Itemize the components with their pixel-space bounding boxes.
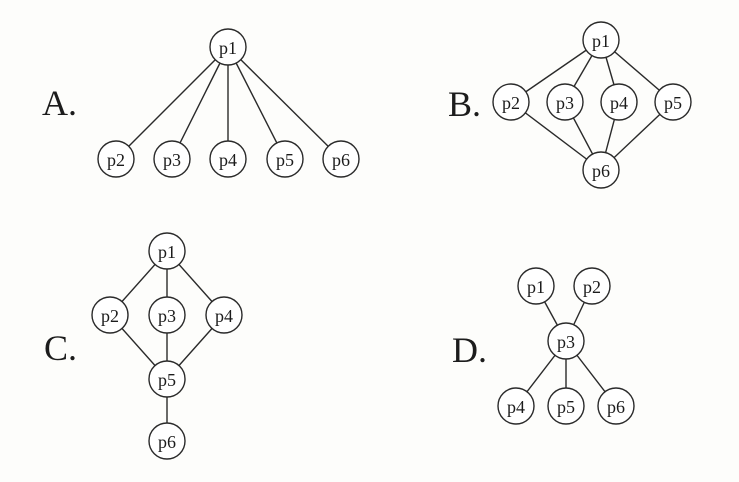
edge-A-p1-p6 [227, 46, 342, 160]
node-C-p5-circle [148, 360, 186, 398]
node-C-p4-circle [205, 296, 243, 334]
node-C-p2-label: p2 [101, 306, 119, 326]
node-A-p5-label: p5 [276, 150, 294, 170]
node-B-p5-circle [654, 83, 692, 121]
node-B-p3-label: p3 [556, 93, 574, 113]
node-C-p4-label: p4 [215, 306, 233, 326]
node-A-p3-label: p3 [163, 150, 181, 170]
node-D-p1-circle [517, 267, 555, 305]
edge-B-p2-p6 [510, 101, 602, 171]
node-D-p3-label: p3 [557, 332, 575, 352]
node-A-p2-label: p2 [107, 150, 125, 170]
node-B-p6-circle [582, 151, 620, 189]
node-D-p2-circle [573, 267, 611, 305]
node-D-p5-label: p5 [557, 397, 575, 417]
node-B-p1-circle [582, 21, 620, 59]
diagram-A: A. p1 p2 p3 p4 p5 p6 [42, 28, 360, 178]
node-C-p3-label: p3 [158, 306, 176, 326]
node-D-p1-label: p1 [527, 277, 545, 297]
node-B-p4-label: p4 [610, 93, 628, 113]
edge-A-p1-p3 [171, 46, 229, 160]
node-B-p4-circle [600, 83, 638, 121]
node-B-p5-label: p5 [664, 93, 682, 113]
node-D-p3-circle [547, 322, 585, 360]
diagram-B: B. p1 p2 p3 p4 p5 p6 [448, 21, 692, 189]
node-C-p2-circle [91, 296, 129, 334]
diagram-label-C: C. [44, 328, 77, 368]
node-B-p1-label: p1 [592, 31, 610, 51]
node-C-p6-circle [148, 422, 186, 460]
node-A-p4-label: p4 [219, 150, 237, 170]
node-C-p5-label: p5 [158, 370, 176, 390]
edge-A-p1-p2 [115, 46, 229, 160]
node-A-p4-circle [209, 140, 247, 178]
node-D-p4-label: p4 [507, 397, 525, 417]
diagram-label-A: A. [42, 83, 77, 123]
node-D-p6-circle [597, 387, 635, 425]
diagram-label-D: D. [452, 330, 487, 370]
edge-A-p1-p5 [227, 46, 286, 160]
node-D-p5-circle [547, 387, 585, 425]
diagram-C: C. p1 p2 p3 p4 p5 p6 [44, 232, 243, 460]
node-B-p3-circle [546, 83, 584, 121]
node-C-p3-circle [148, 296, 186, 334]
node-B-p2-label: p2 [502, 93, 520, 113]
node-C-p1-label: p1 [158, 242, 176, 262]
node-A-p6-label: p6 [332, 150, 350, 170]
node-D-p2-label: p2 [583, 277, 601, 297]
node-B-p2-circle [492, 83, 530, 121]
node-A-p6-circle [322, 140, 360, 178]
node-A-p5-circle [266, 140, 304, 178]
diagram-D: D. p1 p2 p3 p4 p5 p6 [452, 267, 635, 425]
node-D-p4-circle [497, 387, 535, 425]
node-B-p6-label: p6 [592, 161, 610, 181]
diagram-label-B: B. [448, 84, 481, 124]
node-A-p3-circle [153, 140, 191, 178]
node-A-p2-circle [97, 140, 135, 178]
node-C-p6-label: p6 [158, 432, 176, 452]
node-C-p1-circle [148, 232, 186, 270]
node-D-p6-label: p6 [607, 397, 625, 417]
node-A-p1-circle [209, 28, 247, 66]
node-A-p1-label: p1 [219, 38, 237, 58]
